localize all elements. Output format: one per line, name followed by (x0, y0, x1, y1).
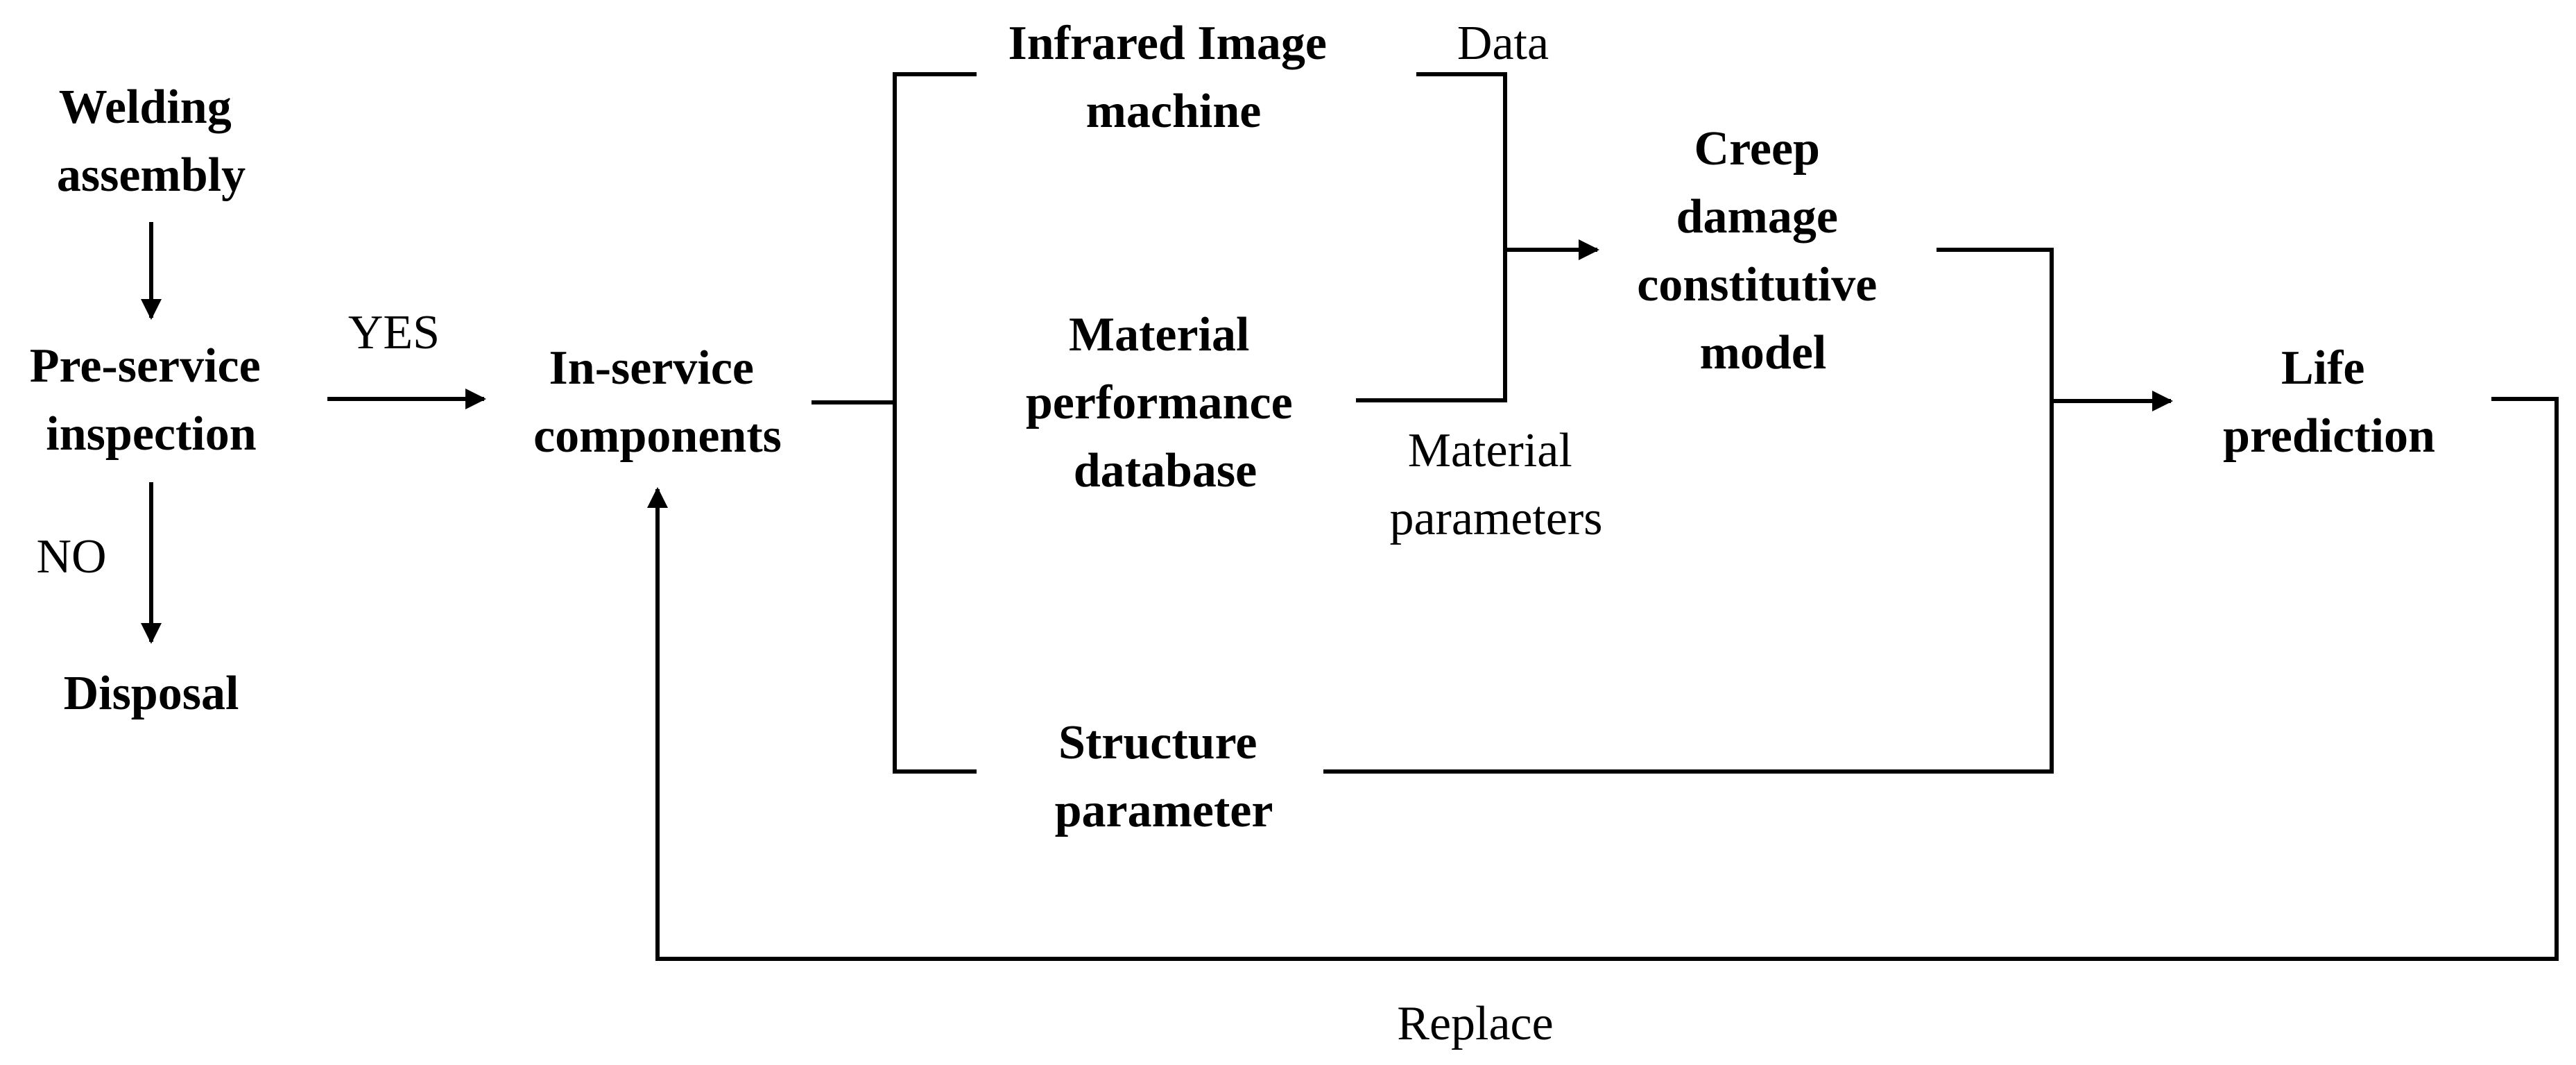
edge-label-material-parameters: Material parameters (1389, 424, 1602, 545)
node-structure-parameter: Structure parameter (1055, 716, 1273, 837)
bracket-in-service-branches (893, 72, 977, 774)
arrow-replace-loop (647, 397, 2559, 961)
node-disposal: Disposal (64, 667, 239, 720)
node-material-performance-database: Material performance database (1026, 308, 1305, 497)
edge-label-yes: YES (348, 306, 440, 359)
node-infrared-image-machine: Infrared Image machine (1008, 17, 1339, 138)
node-creep-damage-model: Creep damage constitutive model (1637, 122, 1889, 380)
node-in-service-components: In-service components (533, 341, 782, 463)
edge-label-replace: Replace (1397, 997, 1553, 1050)
connectors (141, 72, 2559, 961)
node-pre-service-inspection: Pre-service inspection (30, 339, 273, 461)
node-life-prediction: Life prediction (2223, 341, 2435, 463)
edge-label-data: Data (1457, 17, 1549, 70)
edge-label-no: NO (36, 530, 106, 583)
line-infrared-data (1356, 72, 1507, 402)
node-welding-assembly: Welding assembly (57, 80, 246, 202)
line-creep-to-life (1323, 248, 2054, 774)
